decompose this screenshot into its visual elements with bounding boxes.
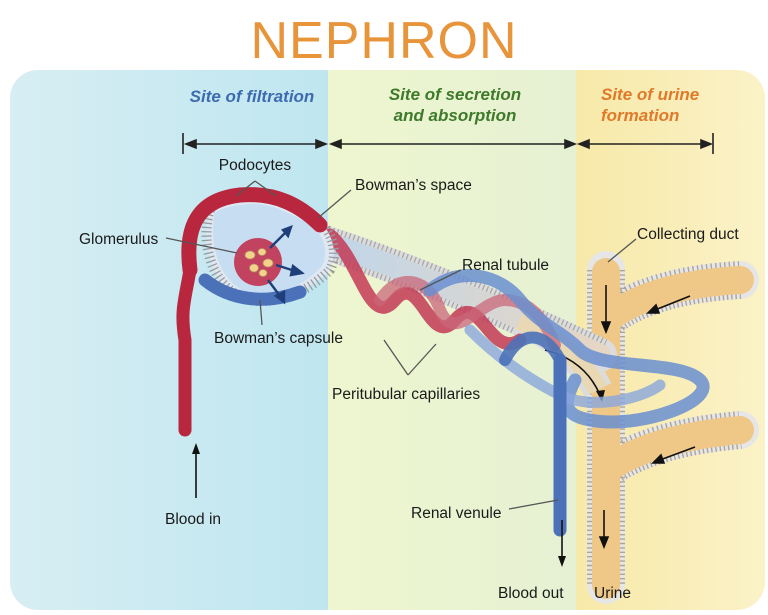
label-bowmans-space: Bowman’s space: [355, 177, 472, 194]
zone-secretion-label-line1: Site of secretion: [389, 85, 521, 104]
label-urine: Urine: [594, 585, 631, 602]
label-podocytes: Podocytes: [219, 157, 292, 174]
label-renal-venule: Renal venule: [411, 505, 501, 522]
zone-secretion-label-line2: and absorption: [394, 106, 517, 125]
label-blood-out: Blood out: [498, 585, 564, 602]
diagram-title: NEPHRON: [250, 12, 517, 70]
label-bowmans-capsule: Bowman’s capsule: [214, 330, 343, 347]
label-blood-in: Blood in: [165, 511, 221, 528]
zone-filtration-label: Site of filtration: [190, 87, 315, 106]
label-collecting-duct: Collecting duct: [637, 226, 739, 243]
zone-urine-label-line1: Site of urine: [601, 85, 699, 104]
label-renal-tubule: Renal tubule: [462, 257, 549, 274]
label-peritubular-capillaries: Peritubular capillaries: [332, 386, 480, 403]
label-glomerulus: Glomerulus: [79, 231, 158, 248]
background-panel: [10, 70, 766, 610]
zone-urine-label-line2: formation: [601, 106, 679, 125]
